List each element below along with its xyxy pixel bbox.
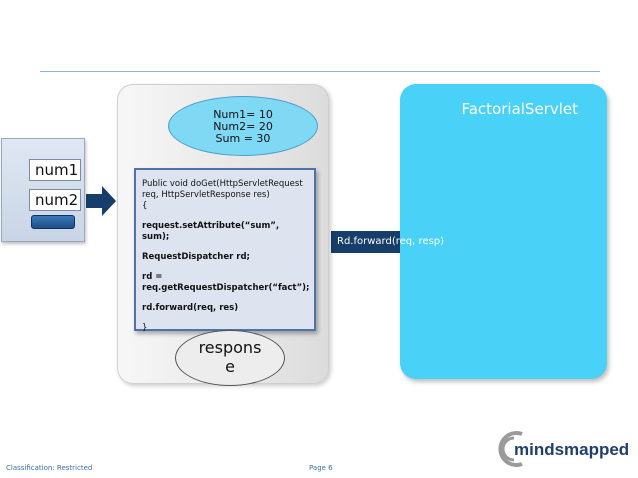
code-line: Public void doGet(HttpServletRequest bbox=[142, 179, 303, 189]
svg-text:mapped: mapped bbox=[564, 440, 629, 459]
num1-value-line: Num1= 10 bbox=[213, 108, 273, 121]
code-line: rd.forward(req, res) bbox=[142, 303, 239, 313]
code-block: Public void doGet(HttpServletRequest req… bbox=[134, 168, 316, 333]
svg-text:minds: minds bbox=[514, 440, 564, 459]
num2-field[interactable]: num2 bbox=[29, 189, 81, 211]
page-number: Page 6 bbox=[309, 464, 333, 472]
response-ellipse: respons e bbox=[175, 330, 285, 386]
code-line: req.getRequestDispatcher(“fact”); bbox=[142, 283, 310, 293]
sum-value-line: Sum = 30 bbox=[215, 132, 271, 145]
code-line: req, HttpServletResponse res) bbox=[142, 190, 270, 200]
forward-arrow-label: Rd.forward(req, resp) bbox=[337, 236, 444, 247]
factorial-servlet-box bbox=[400, 84, 607, 379]
factorial-servlet-title: FactorialServlet bbox=[461, 100, 578, 118]
code-line: request.setAttribute(“sum”, sum); bbox=[142, 221, 280, 242]
mindsmapped-logo: minds mapped bbox=[498, 431, 629, 467]
session-attributes-ellipse: Num1= 10 Num2= 20 Sum = 30 bbox=[168, 96, 318, 156]
num2-value-line: Num2= 20 bbox=[213, 120, 273, 133]
code-line: { bbox=[142, 201, 148, 211]
classification-footer: Classification: Restricted bbox=[6, 464, 93, 472]
submit-button[interactable] bbox=[31, 215, 75, 229]
num1-field[interactable]: num1 bbox=[29, 159, 81, 181]
title-rule bbox=[40, 71, 600, 72]
code-line: RequestDispatcher rd; bbox=[142, 252, 250, 262]
code-line: rd = bbox=[142, 272, 163, 282]
request-arrow bbox=[86, 186, 116, 216]
code-line: } bbox=[142, 323, 148, 333]
